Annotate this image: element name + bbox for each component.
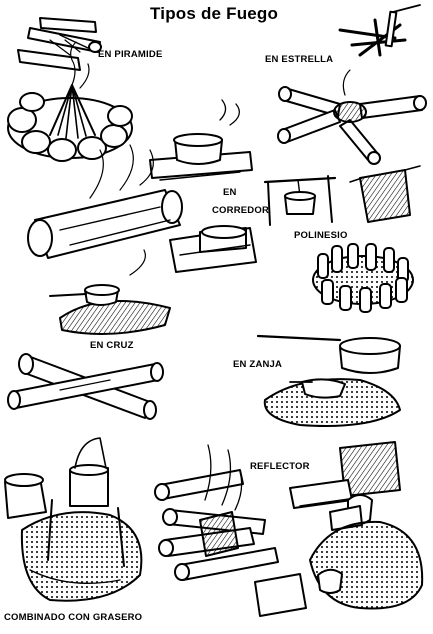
rock-reflector (254, 520, 424, 617)
pan-fire (49, 249, 171, 335)
label-reflector: REFLECTOR (250, 461, 310, 472)
corredor-wall (27, 144, 183, 259)
label-estrella: EN ESTRELLA (265, 54, 334, 65)
polinesio-top (349, 165, 421, 223)
cruz-logs (7, 353, 164, 420)
polinesio-ring (312, 243, 414, 313)
label-cruz: EN CRUZ (90, 340, 134, 351)
label-polinesio: POLINESIO (294, 230, 348, 241)
label-corredor-2: CORREDOR (212, 205, 270, 216)
piramide-small-stack (17, 17, 102, 71)
tripod-pot (263, 175, 337, 226)
log-cabin (154, 444, 279, 581)
label-grasero: COMBINADO CON GRASERO (4, 612, 143, 623)
corredor-trench (169, 225, 257, 273)
page-title: Tipos de Fuego (150, 4, 279, 23)
label-zanja: EN ZANJA (233, 359, 283, 370)
pot-on-logs (149, 99, 253, 181)
label-piramide: EN PIRAMIDE (98, 49, 163, 60)
label-corredor-1: EN (223, 187, 237, 198)
estrella-small (338, 4, 421, 57)
grasero-combo (4, 437, 143, 602)
reflector-wall (289, 441, 401, 531)
estrella-large (277, 69, 427, 165)
piramide-stone-ring (7, 41, 133, 162)
zanja-trench (256, 334, 401, 427)
